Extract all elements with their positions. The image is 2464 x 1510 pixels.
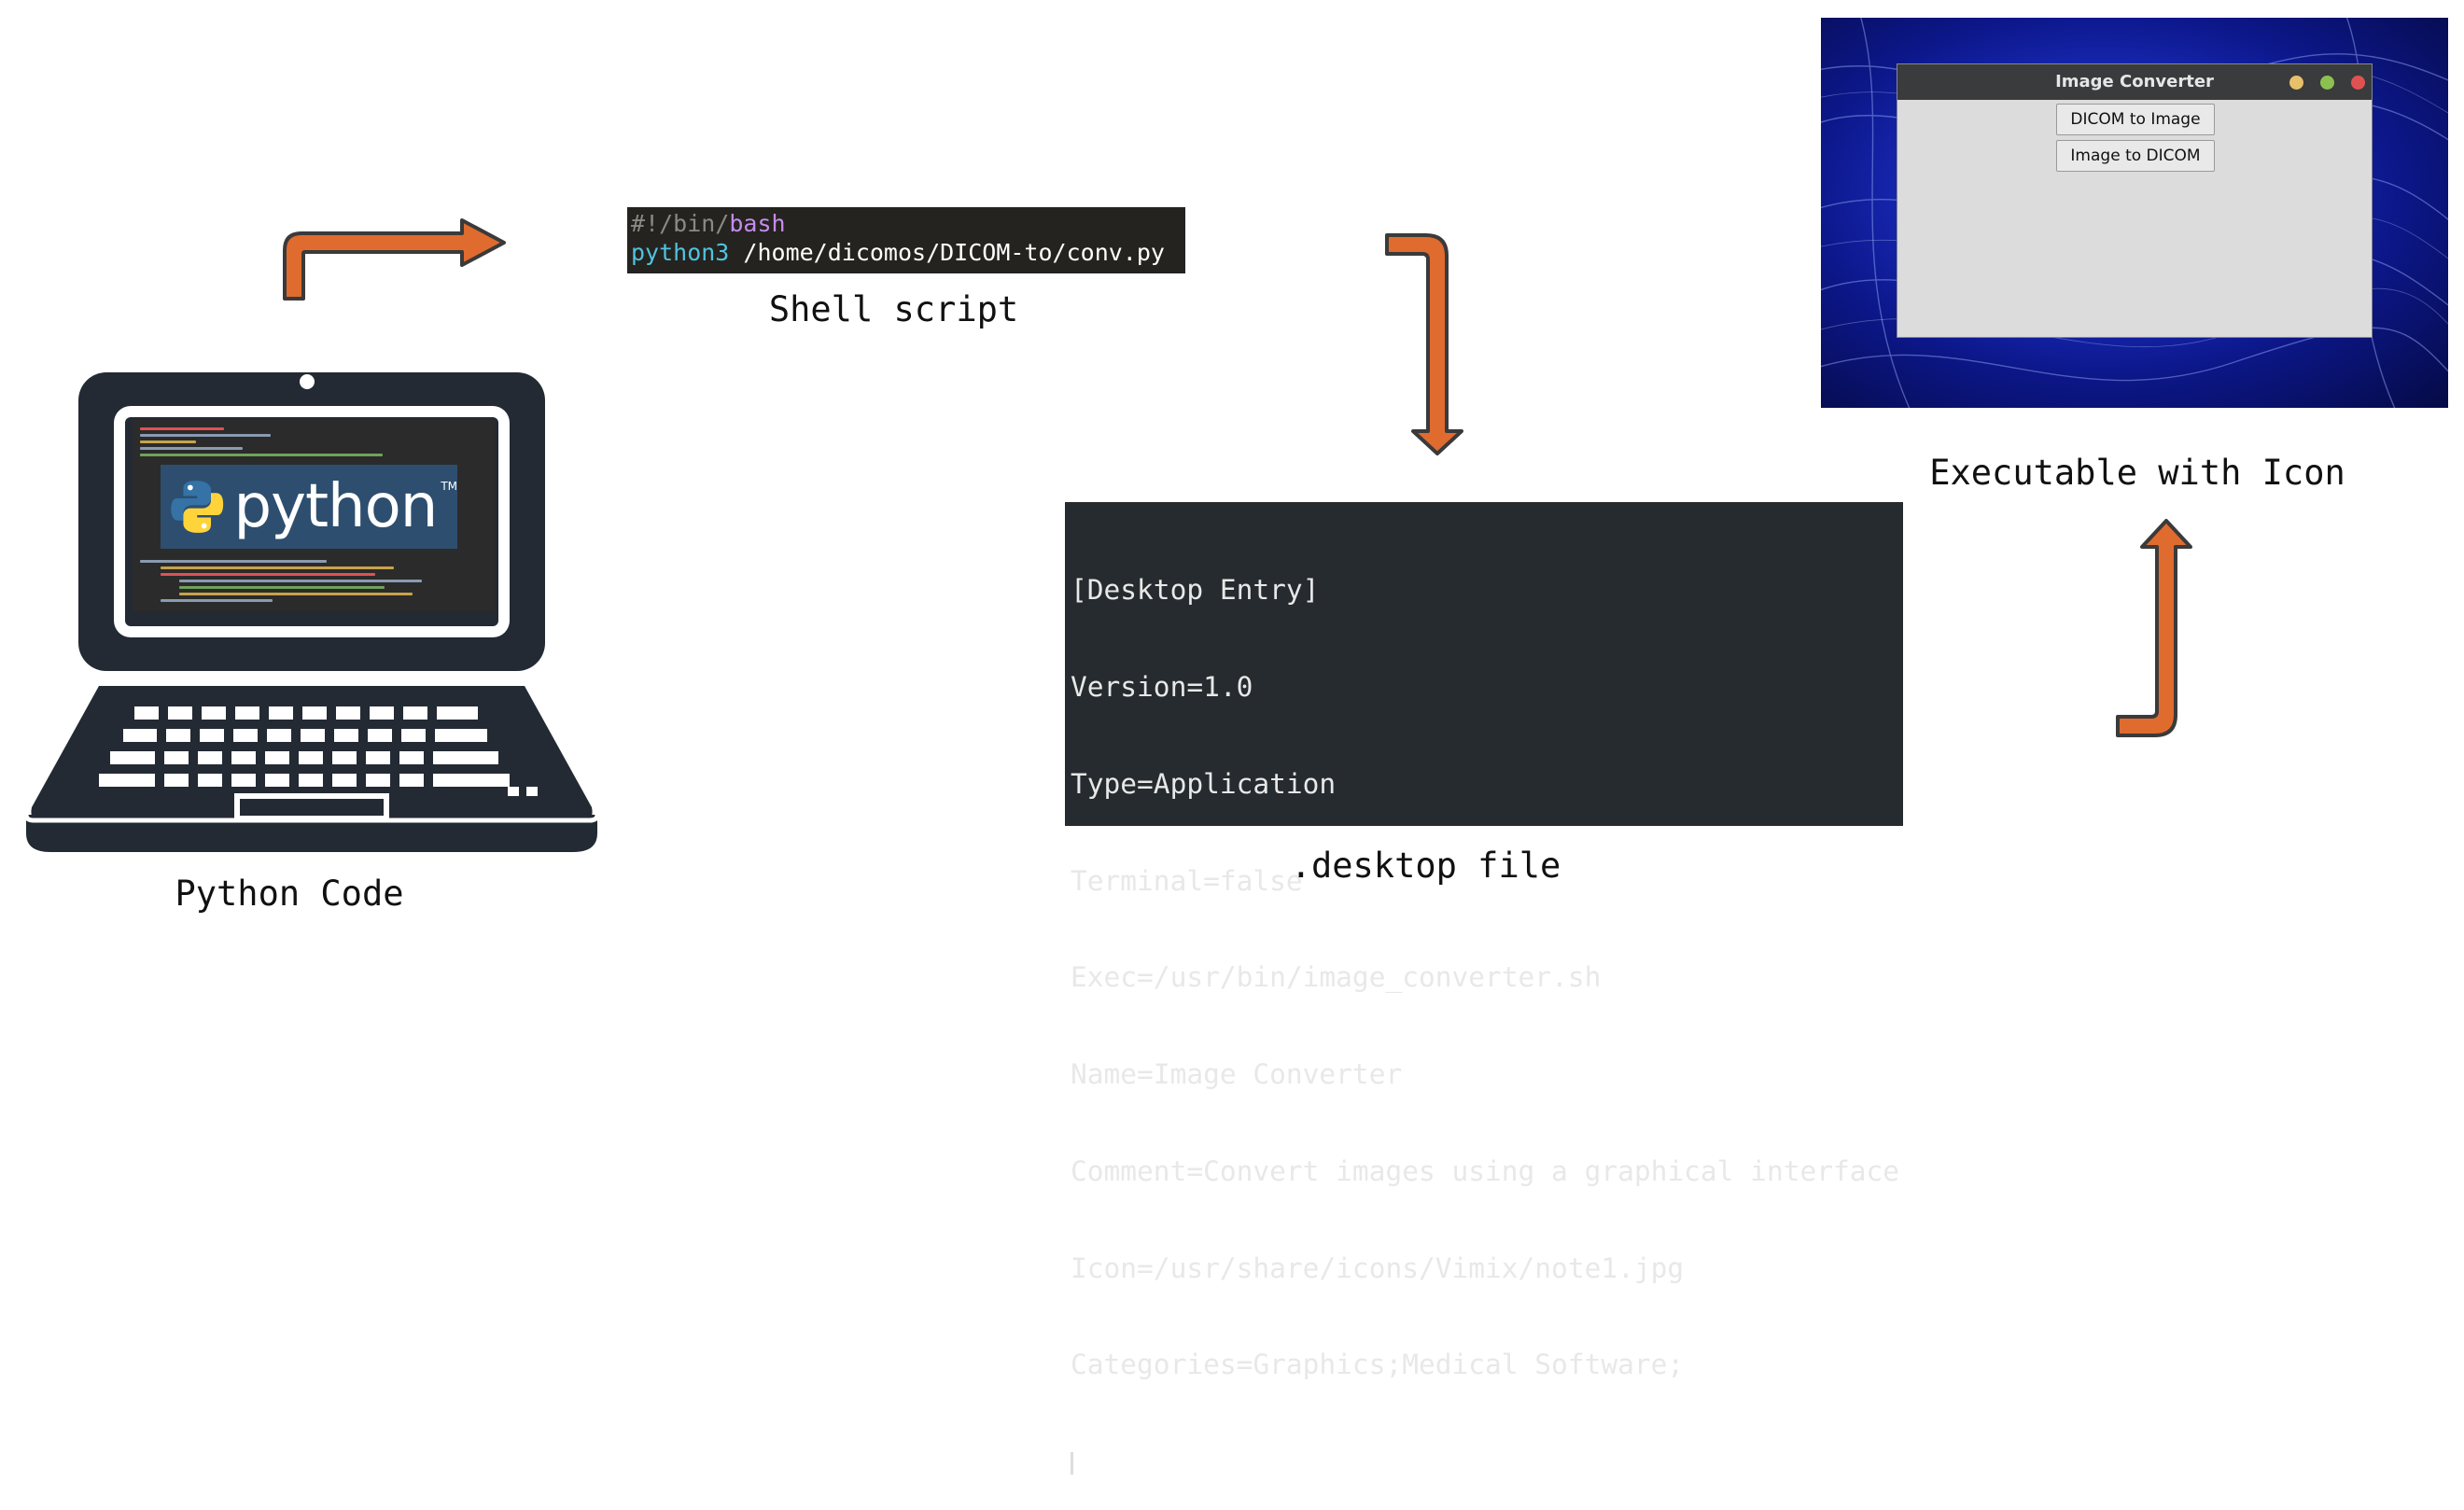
- python-logo-text: python: [233, 472, 438, 541]
- caption-desktop-file: .desktop file: [1290, 846, 1561, 886]
- desktop-line: Name=Image Converter: [1071, 1058, 1403, 1091]
- shell-command: python3: [631, 239, 730, 266]
- desktop-line: Categories=Graphics;Medical Software;: [1071, 1349, 1685, 1381]
- desktop-line: Type=Application: [1071, 767, 1337, 800]
- arrow-shell-to-desktop: [1385, 233, 1463, 455]
- image-converter-window: Image Converter DICOM to Image Image to …: [1897, 63, 2373, 338]
- minimize-button[interactable]: [2289, 76, 2303, 90]
- laptop-illustration: python TM: [13, 369, 601, 863]
- close-button[interactable]: [2351, 76, 2365, 90]
- shell-script-box: #!/bin/bash python3 /home/dicomos/DICOM-…: [627, 207, 1185, 273]
- window-titlebar: Image Converter: [1897, 64, 2372, 100]
- executable-screenshot: Image Converter DICOM to Image Image to …: [1821, 18, 2448, 408]
- desktop-line: Comment=Convert images using a graphical…: [1071, 1154, 1900, 1187]
- desktop-line: Terminal=false: [1071, 864, 1303, 897]
- arrow-laptop-to-shell: [283, 218, 506, 301]
- python-logo: python TM: [161, 465, 457, 549]
- desktop-line: Exec=/usr/bin/image_converter.sh: [1071, 961, 1602, 994]
- window-title: Image Converter: [2055, 72, 2214, 91]
- laptop-screen-code: python TM: [133, 420, 495, 611]
- maximize-button[interactable]: [2320, 76, 2334, 90]
- shell-script-path: /home/dicomos/DICOM-to/conv.py: [729, 239, 1165, 266]
- caption-executable: Executable with Icon: [1929, 453, 2345, 493]
- text-cursor: [1071, 1451, 1073, 1475]
- desktop-file-box: [Desktop Entry] Version=1.0 Type=Applica…: [1065, 502, 1903, 1475]
- dicom-to-image-button[interactable]: DICOM to Image: [2056, 104, 2215, 135]
- python-trademark: TM: [441, 480, 457, 493]
- caption-shell-script: Shell script: [768, 289, 1019, 329]
- desktop-line: Version=1.0: [1071, 670, 1253, 703]
- python-snake-icon: [171, 481, 224, 533]
- shebang-prefix: #!/bin/: [631, 210, 730, 237]
- arrow-desktop-to-executable: [2116, 519, 2192, 737]
- image-to-dicom-button[interactable]: Image to DICOM: [2056, 140, 2215, 172]
- desktop-line: Icon=/usr/share/icons/Vimix/note1.jpg: [1071, 1251, 1685, 1284]
- caption-python-code: Python Code: [175, 874, 404, 914]
- shebang-keyword: bash: [729, 210, 786, 237]
- desktop-line: [Desktop Entry]: [1071, 574, 1320, 607]
